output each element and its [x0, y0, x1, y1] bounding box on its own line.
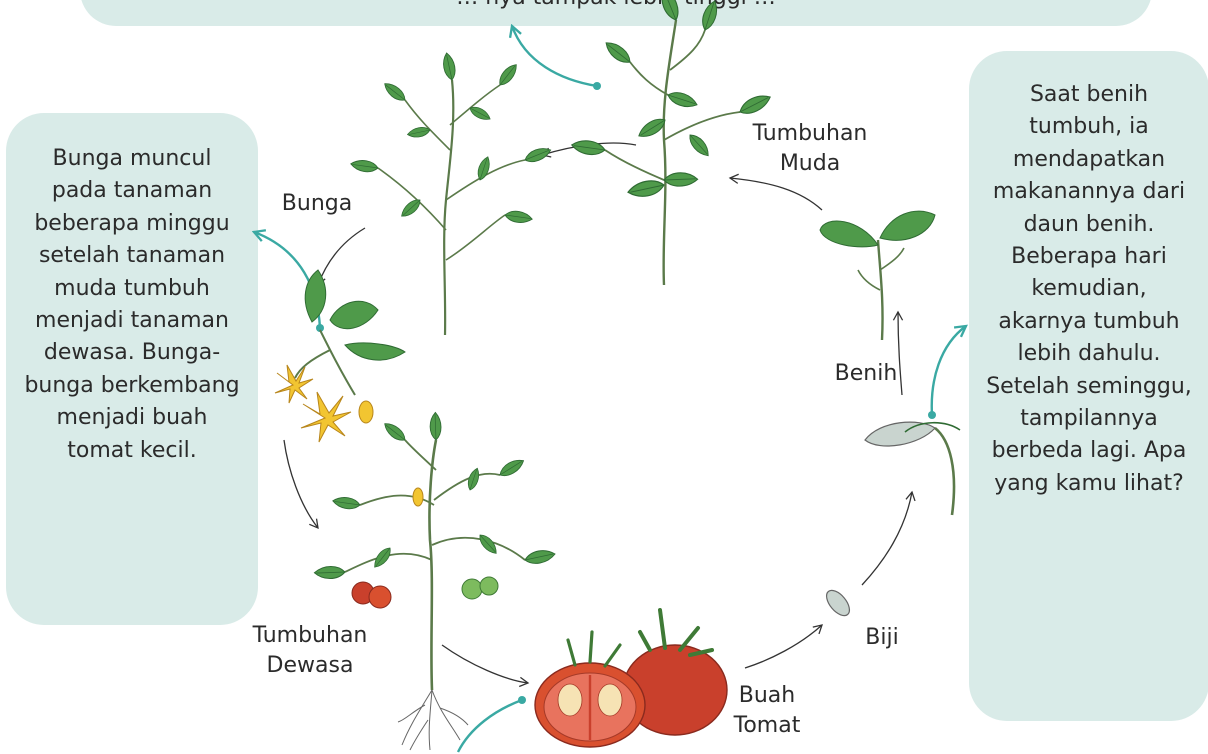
- label-tumbuhan-muda-line2: Muda: [740, 149, 880, 179]
- label-buah-tomat-line2: Tomat: [722, 711, 812, 741]
- label-buah-tomat: Buah Tomat: [722, 681, 812, 741]
- connector-seedling: [932, 326, 966, 415]
- connector-top: [512, 26, 597, 86]
- label-tumbuhan-dewasa-line2: Dewasa: [240, 651, 380, 681]
- seedling-illustration: [820, 211, 935, 340]
- label-buah-tomat-line1: Buah: [722, 681, 812, 711]
- tomato-flower-illustration: [275, 270, 405, 442]
- connector-tomato: [458, 700, 522, 752]
- arrow-bunga-to-flower: [318, 228, 365, 285]
- arrow-buah-to-biji: [745, 625, 822, 668]
- label-tumbuhan-muda-line1: Tumbuhan: [740, 119, 880, 149]
- arrow-benih-to-muda: [730, 178, 822, 210]
- label-tumbuhan-dewasa-line1: Tumbuhan: [240, 621, 380, 651]
- label-bunga: Bunga: [272, 189, 362, 219]
- label-benih: Benih: [826, 359, 906, 389]
- label-tumbuhan-muda: Tumbuhan Muda: [740, 119, 880, 179]
- arrow-flower-to-dewasa: [284, 440, 318, 528]
- label-tumbuhan-dewasa: Tumbuhan Dewasa: [240, 621, 380, 681]
- flowering-plant-illustration: [350, 53, 552, 335]
- germinating-seed-illustration: [865, 422, 960, 515]
- arrow-dewasa-to-buah: [442, 645, 528, 683]
- tomato-fruit-illustration: [535, 610, 727, 747]
- seed-illustration: [822, 586, 854, 619]
- arrow-biji-to-seed: [862, 492, 912, 585]
- label-biji: Biji: [852, 623, 912, 653]
